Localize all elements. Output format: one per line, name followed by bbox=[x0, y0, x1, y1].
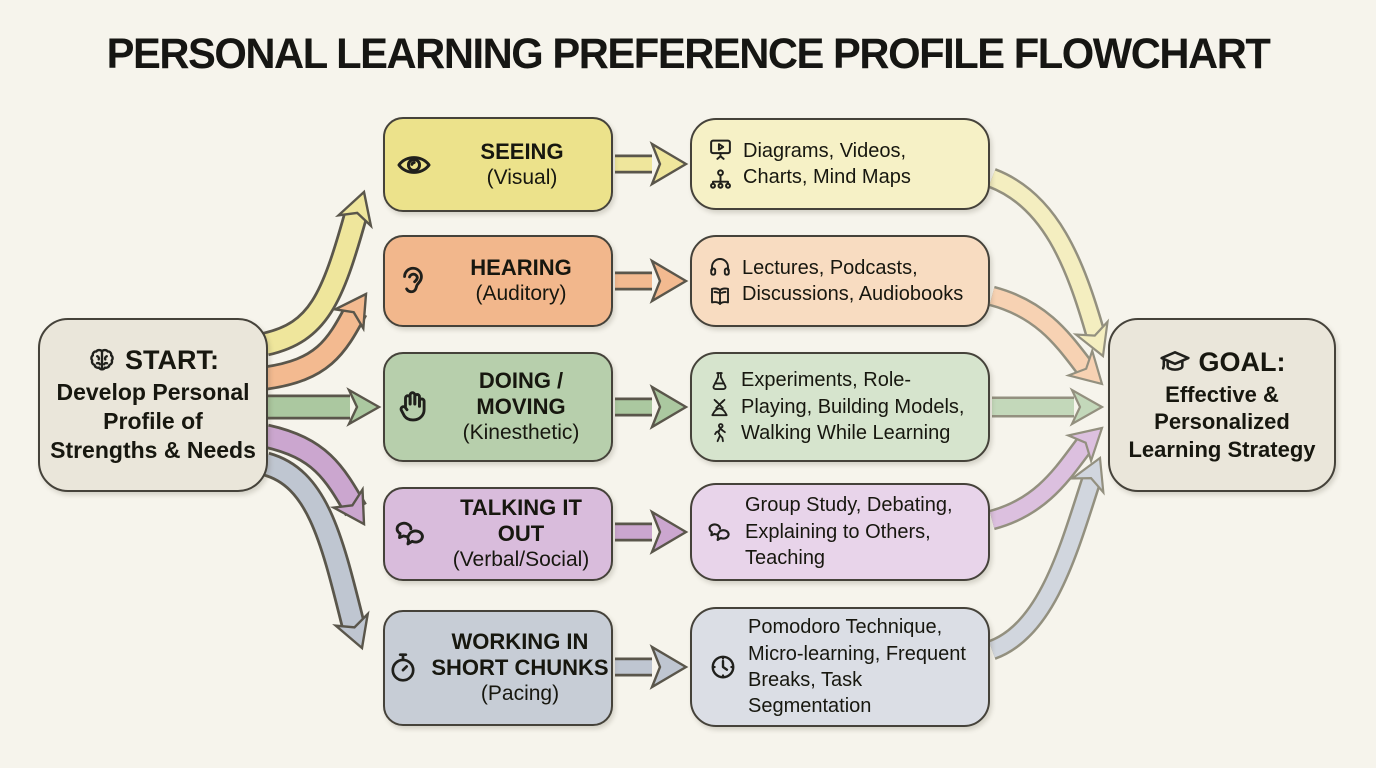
clock-icon bbox=[711, 655, 735, 679]
walking-person-icon bbox=[714, 422, 726, 442]
preference-subtitle: (Pacing) bbox=[480, 682, 560, 706]
methods-text: Experiments, Role-Playing, Building Mode… bbox=[741, 369, 965, 445]
methods-node-hearing: Lectures, Podcasts, Discussions, Audiobo… bbox=[690, 235, 990, 327]
arrow-seeing-to-methods bbox=[615, 141, 689, 187]
preference-title: DOING / MOVING bbox=[476, 368, 566, 420]
graduation-cap-icon bbox=[1159, 350, 1190, 371]
arrow-methods-working-to-goal bbox=[987, 455, 1105, 660]
goal-description: Effective & Personalized Learning Strate… bbox=[1128, 381, 1316, 462]
eye-icon bbox=[397, 155, 431, 174]
preference-subtitle: (Kinesthetic) bbox=[462, 421, 580, 445]
methods-node-doing: Experiments, Role-Playing, Building Mode… bbox=[690, 352, 990, 462]
methods-text: Diagrams, Videos, Charts, Mind Maps bbox=[743, 139, 911, 188]
arrow-hearing-to-methods bbox=[615, 258, 689, 304]
brain-icon bbox=[90, 348, 114, 371]
arrow-methods-hearing-to-goal bbox=[989, 285, 1104, 386]
preference-node-doing: DOING / MOVING (Kinesthetic) bbox=[383, 352, 613, 462]
arrow-start-to-working bbox=[262, 451, 370, 651]
arrow-talking-to-methods bbox=[615, 509, 689, 555]
preference-node-talking: TALKING IT OUT (Verbal/Social) bbox=[383, 487, 613, 581]
building-models-icon bbox=[711, 398, 728, 416]
arrow-start-to-hearing bbox=[264, 291, 368, 391]
arrow-working-to-methods bbox=[615, 644, 689, 690]
speech-bubbles-icon bbox=[395, 521, 424, 546]
arrow-methods-talking-to-goal bbox=[988, 426, 1104, 531]
preference-node-hearing: HEARING (Auditory) bbox=[383, 235, 613, 327]
preference-node-seeing: SEEING (Visual) bbox=[383, 117, 613, 212]
speech-bubbles-icon bbox=[708, 522, 730, 541]
hand-icon bbox=[399, 391, 426, 422]
methods-node-talking: Group Study, Debating, Explaining to Oth… bbox=[690, 483, 990, 581]
methods-node-working: Pomodoro Technique, Micro-learning, Freq… bbox=[690, 607, 990, 727]
arrow-doing-to-methods bbox=[615, 384, 689, 430]
headphones-icon bbox=[710, 257, 730, 276]
start-description: Develop Personal Profile of Strengths & … bbox=[50, 379, 256, 463]
preference-subtitle: (Verbal/Social) bbox=[452, 548, 590, 572]
start-node: START: Develop Personal Profile of Stren… bbox=[38, 318, 268, 492]
arrow-methods-seeing-to-goal bbox=[987, 168, 1110, 359]
preference-subtitle: (Auditory) bbox=[475, 282, 567, 306]
arrow-start-to-talking bbox=[263, 423, 367, 527]
open-book-icon bbox=[711, 287, 729, 305]
goal-label: GOAL: bbox=[1198, 347, 1286, 378]
preference-title: TALKING IT OUT bbox=[460, 495, 582, 547]
preference-title: WORKING IN SHORT CHUNKS bbox=[431, 629, 609, 681]
preference-subtitle: (Visual) bbox=[486, 165, 558, 189]
preference-node-working: WORKING IN SHORT CHUNKS (Pacing) bbox=[383, 610, 613, 726]
arrow-methods-doing-to-goal bbox=[992, 387, 1105, 427]
flask-icon bbox=[712, 371, 727, 390]
arrow-start-to-seeing bbox=[262, 189, 373, 357]
methods-text: Pomodoro Technique, Micro-learning, Freq… bbox=[748, 616, 966, 718]
mind-map-icon bbox=[710, 168, 731, 189]
ear-icon bbox=[403, 266, 423, 294]
stopwatch-icon bbox=[391, 653, 415, 682]
methods-text: Group Study, Debating, Explaining to Oth… bbox=[745, 494, 953, 570]
goal-node: GOAL: Effective & Personalized Learning … bbox=[1108, 318, 1336, 492]
presentation-video-icon bbox=[710, 139, 731, 160]
page-title: PERSONAL LEARNING PREFERENCE PROFILE FLO… bbox=[106, 30, 1271, 78]
methods-text: Lectures, Podcasts, Discussions, Audiobo… bbox=[742, 256, 964, 305]
preference-title: HEARING bbox=[470, 255, 572, 281]
methods-node-seeing: Diagrams, Videos, Charts, Mind Maps bbox=[690, 118, 990, 210]
start-label: START: bbox=[125, 345, 219, 376]
preference-title: SEEING bbox=[480, 138, 564, 164]
arrow-start-to-doing bbox=[266, 387, 382, 427]
